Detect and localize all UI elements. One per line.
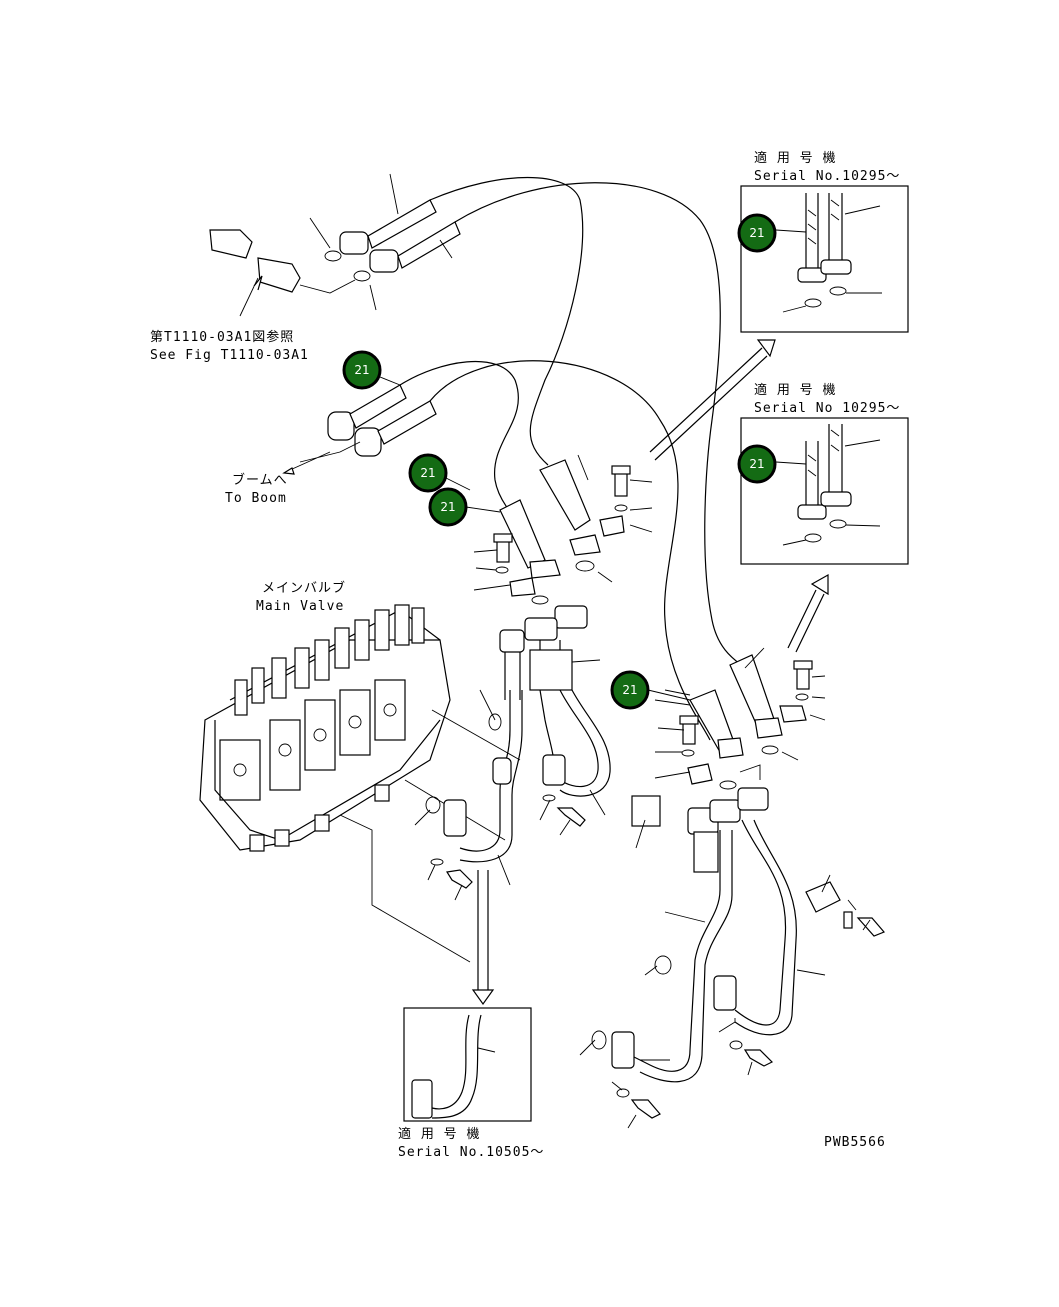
callout-21-boom-hose-label: 21 xyxy=(354,363,369,377)
main-valve-en: Main Valve xyxy=(256,599,344,614)
callout-21-center-a-label: 21 xyxy=(420,466,435,480)
main-valve xyxy=(199,604,521,963)
lower-pipes-right xyxy=(579,787,886,1129)
serial-note-2-no: Serial No 10295～ xyxy=(754,401,900,416)
inset-box-bottom xyxy=(403,1007,532,1122)
serial-note-2-jp: 適 用 号 機 xyxy=(754,382,836,398)
see-fig-jp: 第T1110-03A1図参照 xyxy=(150,329,294,345)
arrow-to-bottom-inset xyxy=(471,870,495,1006)
fittings-upper-right xyxy=(539,454,653,583)
middle-hose-assembly xyxy=(282,360,711,741)
callout-21-inset-middle[interactable]: 21 xyxy=(737,444,777,484)
fittings-center xyxy=(473,499,601,700)
callout-21-right[interactable]: 21 xyxy=(610,670,650,710)
serial-note-3-jp: 適 用 号 機 xyxy=(398,1126,480,1142)
serial-note-3-no: Serial No.10505～ xyxy=(398,1145,544,1160)
labels: 適 用 号 機 Serial No.10295～ 適 用 号 機 Serial … xyxy=(150,150,900,1160)
to-boom-jp: ブームへ xyxy=(232,472,288,488)
inset-box-top xyxy=(740,185,909,333)
main-valve-jp: メインバルブ xyxy=(262,580,346,596)
callout-21-center-b[interactable]: 21 xyxy=(428,487,468,527)
inset-box-middle xyxy=(740,417,909,565)
figure-code: PWB5566 xyxy=(824,1135,886,1150)
serial-note-1-no: Serial No.10295～ xyxy=(754,169,900,184)
fittings-lower-right xyxy=(654,647,826,790)
callout-21-inset-top-label: 21 xyxy=(749,226,764,240)
arrow-to-middle-inset xyxy=(787,573,829,653)
callout-21-right-label: 21 xyxy=(622,683,637,697)
arrow-to-top-inset xyxy=(649,339,776,461)
callout-21-center-b-label: 21 xyxy=(440,500,455,514)
lower-pipes-left xyxy=(414,689,611,901)
serial-note-1-jp: 適 用 号 機 xyxy=(754,150,836,166)
see-fig-en: See Fig T1110-03A1 xyxy=(150,348,309,363)
to-boom-en: To Boom xyxy=(225,491,287,506)
callout-21-inset-middle-label: 21 xyxy=(749,457,764,471)
top-hose-assembly xyxy=(209,173,746,669)
callout-21-inset-top[interactable]: 21 xyxy=(737,213,777,253)
callout-21-boom-hose[interactable]: 21 xyxy=(342,350,382,390)
callout-21-center-a[interactable]: 21 xyxy=(408,453,448,493)
